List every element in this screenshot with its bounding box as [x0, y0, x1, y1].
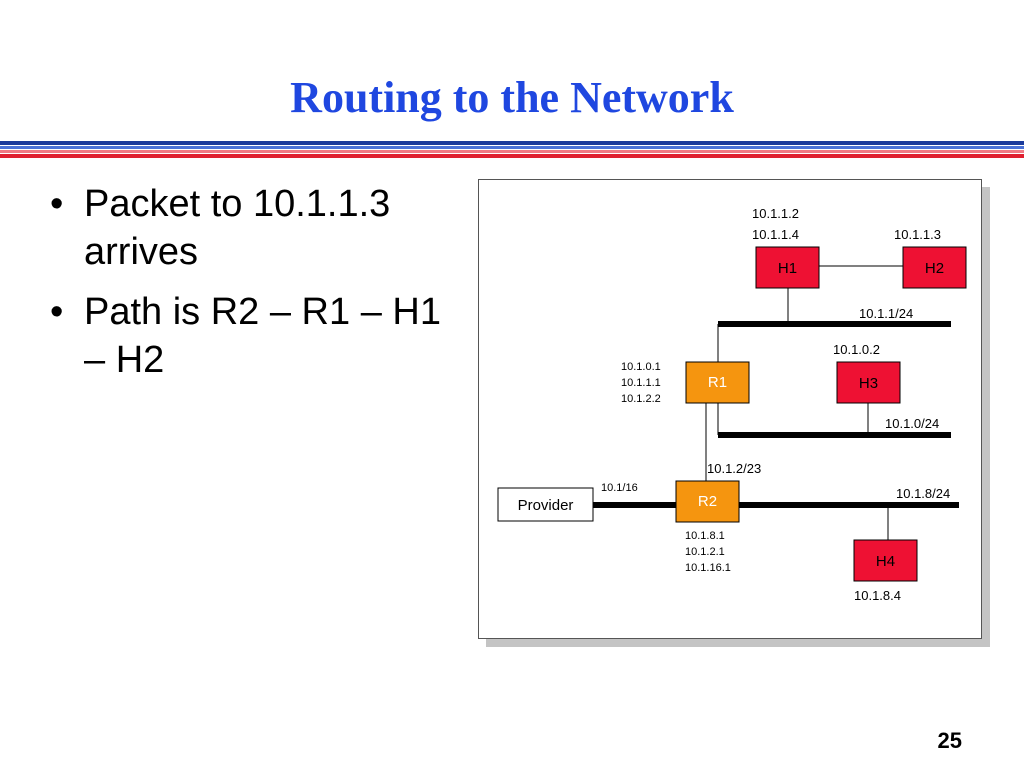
provider-box — [497, 487, 594, 522]
title-divider — [0, 141, 1024, 158]
h3-box — [836, 361, 901, 404]
r1-address-3: 10.1.2.2 — [621, 393, 661, 405]
bullet-item: • Path is R2 – R1 – H1 – H2 — [44, 288, 464, 384]
h3-label: H3 — [859, 375, 878, 392]
bullet-item: • Packet to 10.1.1.3 arrives — [44, 180, 464, 276]
h4-address: 10.1.8.4 — [854, 588, 901, 603]
h1-label: H1 — [778, 260, 797, 277]
h2-address: 10.1.1.3 — [894, 227, 941, 242]
h3-address: 10.1.0.2 — [833, 342, 880, 357]
h4-label: H4 — [876, 553, 895, 570]
network-label-10-1-0: 10.1.0/24 — [885, 416, 939, 431]
r2-box — [675, 480, 740, 523]
r2-label: R2 — [698, 493, 717, 510]
slide-title: Routing to the Network — [290, 73, 734, 122]
network-label-10-1-8: 10.1.8/24 — [896, 486, 950, 501]
provider-label: Provider — [518, 497, 574, 514]
r1-box — [685, 361, 750, 404]
r1-address-2: 10.1.1.1 — [621, 377, 661, 389]
r2-address-2: 10.1.2.1 — [685, 546, 725, 558]
page-number: 25 — [937, 728, 962, 753]
network-label-10-1-1: 10.1.1/24 — [859, 306, 913, 321]
bullet-dot: • — [50, 183, 64, 225]
bus-10-1-0 — [718, 432, 951, 438]
bullet-text: Packet to 10.1.1.3 arrives — [84, 183, 391, 273]
h1-box — [755, 246, 820, 289]
h2-label: H2 — [925, 260, 944, 277]
network-label-provider: 10.1/16 — [601, 482, 638, 494]
bullet-list: • Packet to 10.1.1.3 arrives • Path is R… — [44, 180, 464, 396]
network-label-10-1-2: 10.1.2/23 — [707, 461, 761, 476]
bus-10-1-8 — [593, 502, 959, 508]
bullet-text: Path is R2 – R1 – H1 – H2 — [84, 291, 441, 381]
network-diagram-frame: H1 H2 R1 H3 R2 H4 Provider 10.1.1.2 10.1… — [478, 179, 982, 639]
h1-address-1: 10.1.1.2 — [752, 206, 799, 221]
r1-address-1: 10.1.0.1 — [621, 361, 661, 373]
r1-label: R1 — [708, 374, 727, 391]
h2-box — [902, 246, 967, 289]
r2-address-1: 10.1.8.1 — [685, 530, 725, 542]
network-diagram: H1 H2 R1 H3 R2 H4 Provider 10.1.1.2 10.1… — [497, 206, 967, 603]
h4-box — [853, 539, 918, 582]
r2-address-3: 10.1.16.1 — [685, 562, 731, 574]
bullet-dot: • — [50, 291, 64, 333]
h1-address-2: 10.1.1.4 — [752, 227, 799, 242]
bus-10-1-1 — [718, 321, 951, 327]
